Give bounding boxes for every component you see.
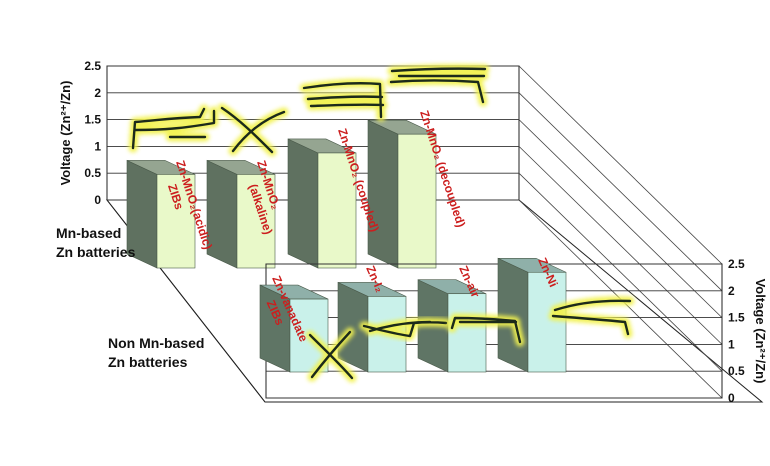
curve-non-mn-ni bbox=[548, 296, 635, 339]
bar-side bbox=[367, 119, 399, 269]
perspective-line bbox=[518, 146, 723, 345]
curve-line bbox=[220, 106, 286, 154]
curve-line bbox=[551, 299, 632, 336]
bar-mn-2 bbox=[287, 138, 357, 269]
bar-side bbox=[497, 257, 529, 373]
front-ytick-label: 0.5 bbox=[728, 364, 745, 378]
back-ytick-label: 1.5 bbox=[84, 113, 101, 127]
front-chart-layer bbox=[259, 257, 723, 399]
curve-mn-alkaline bbox=[217, 103, 289, 157]
perspective-line bbox=[518, 92, 723, 292]
curve-line bbox=[450, 316, 522, 344]
curve-line bbox=[302, 82, 385, 119]
bar-mn-1 bbox=[206, 159, 276, 269]
curve-mn-coupled bbox=[299, 78, 388, 122]
bar-mn-0 bbox=[126, 159, 196, 269]
group-label-non-mn: Non Mn-based bbox=[108, 335, 204, 351]
back-chart-layer bbox=[105, 64, 764, 403]
bar-front bbox=[156, 174, 196, 269]
back-ytick-label: 1 bbox=[94, 139, 101, 153]
bar-front bbox=[236, 174, 276, 269]
curve-line bbox=[362, 320, 448, 338]
bar-front bbox=[317, 152, 357, 269]
curve-line bbox=[389, 67, 487, 104]
bar-front bbox=[397, 133, 437, 269]
bar-front bbox=[527, 271, 567, 373]
bar-side bbox=[287, 138, 319, 269]
front-ytick-label: 2 bbox=[728, 284, 735, 298]
back-ytick-label: 0 bbox=[94, 193, 101, 207]
bar-mn-3 bbox=[367, 119, 437, 269]
bar-non-mn-2 bbox=[417, 279, 487, 373]
curve-line bbox=[308, 330, 354, 380]
curve-non-mn-vanadate bbox=[305, 327, 357, 383]
perspective-line bbox=[518, 172, 723, 372]
group-label-mn-line2: Zn batteries bbox=[56, 244, 136, 260]
front-ytick-label: 1 bbox=[728, 337, 735, 351]
front-ytick-label: 0 bbox=[728, 391, 735, 405]
curve-mn-decoupled bbox=[386, 64, 490, 107]
perspective-line bbox=[518, 65, 723, 265]
curve-line bbox=[131, 107, 216, 150]
back-axis-title: Voltage (Zn²⁺/Zn) bbox=[58, 81, 73, 186]
perspective-line bbox=[518, 119, 723, 318]
curve-mn-acidic bbox=[128, 104, 219, 153]
front-axis-title: Voltage (Zn²⁺/Zn) bbox=[753, 279, 768, 384]
curve-non-mn-air bbox=[447, 313, 525, 347]
bar-side bbox=[206, 159, 238, 269]
back-ytick-label: 2 bbox=[94, 86, 101, 100]
group-label-non-mn-line2: Zn batteries bbox=[108, 354, 188, 370]
front-ytick-label: 2.5 bbox=[728, 257, 745, 271]
bar-front bbox=[447, 293, 487, 373]
back-ytick-label: 2.5 bbox=[84, 59, 101, 73]
front-ytick-label: 1.5 bbox=[728, 311, 745, 325]
group-label-mn: Mn-based bbox=[56, 225, 121, 241]
curve-non-mn-i2 bbox=[359, 317, 451, 341]
back-ytick-label: 0.5 bbox=[84, 166, 101, 180]
